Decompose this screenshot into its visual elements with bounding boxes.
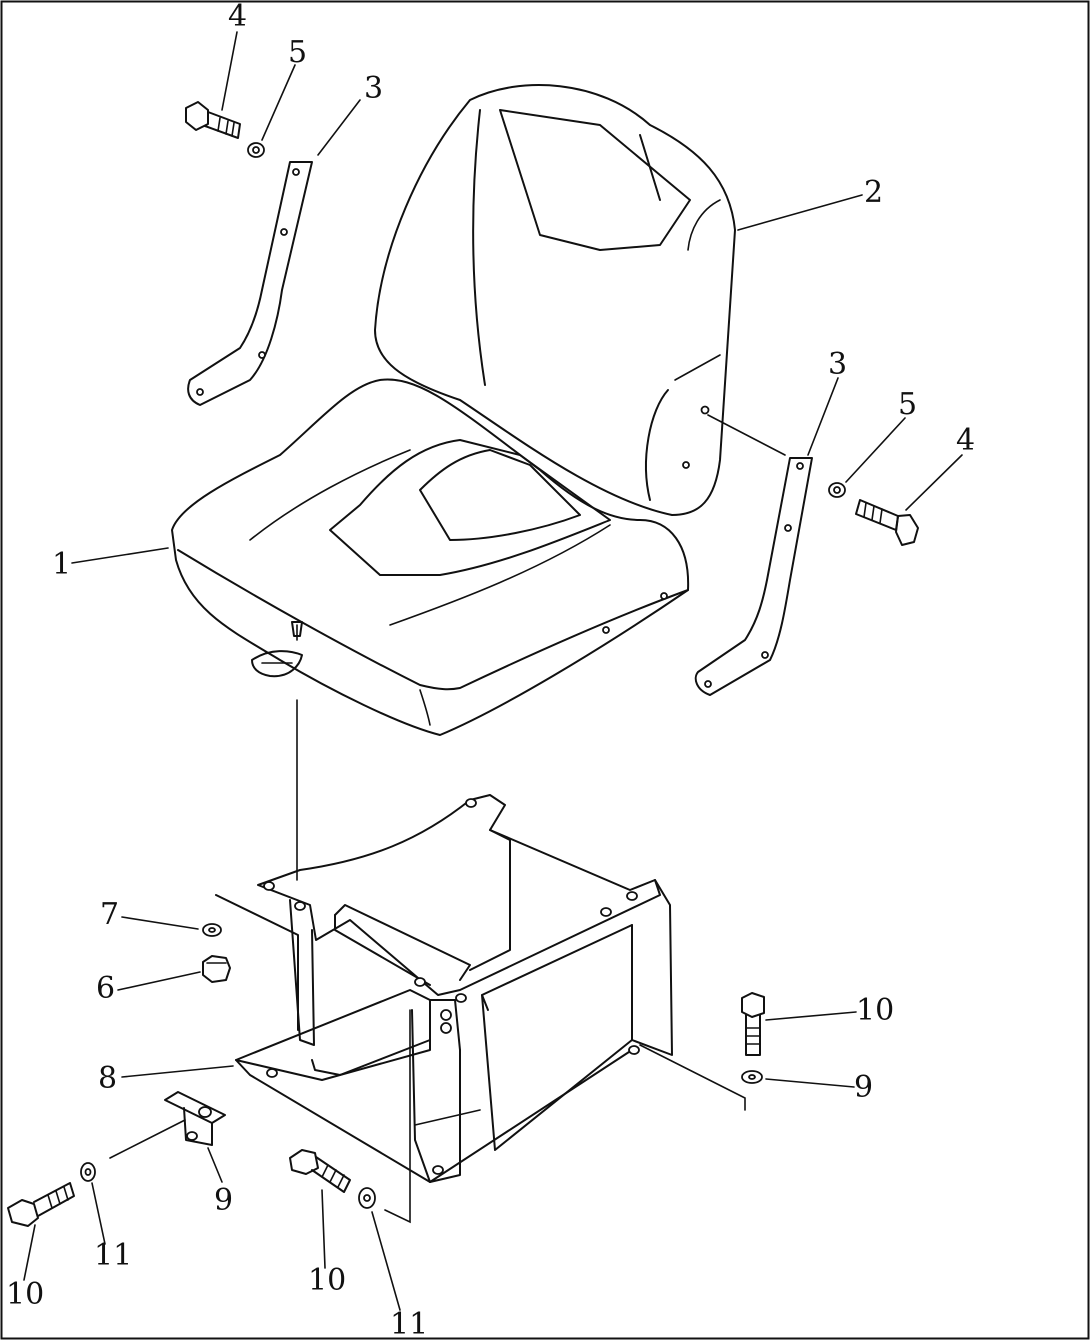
callout-5-top-left: 5 bbox=[288, 35, 307, 70]
lever-bracket-9 bbox=[164, 1091, 226, 1146]
seat-backrest bbox=[374, 84, 736, 516]
leader-right-mount bbox=[639, 1044, 746, 1111]
nut-6 bbox=[202, 955, 231, 983]
callout-10-right: 10 bbox=[856, 993, 894, 1028]
bolt-4-right bbox=[855, 499, 919, 546]
bolt-4-left bbox=[185, 101, 241, 139]
callout-3-top-left: 3 bbox=[364, 71, 383, 106]
callout-8: 8 bbox=[98, 1061, 117, 1096]
callout-3-right: 3 bbox=[828, 347, 847, 382]
seat-cushion bbox=[171, 378, 690, 736]
seat-stand bbox=[215, 621, 673, 1183]
callout-4-right: 4 bbox=[956, 423, 975, 458]
washer-9-right bbox=[741, 1070, 763, 1084]
bolt-10-right bbox=[741, 992, 765, 1056]
callout-9-bracket: 9 bbox=[214, 1183, 233, 1218]
callout-4-top-left: 4 bbox=[228, 0, 247, 34]
washer-7 bbox=[202, 923, 222, 937]
callout-labels: 4 5 3 2 3 5 4 1 7 6 10 8 9 9 10 11 10 11 bbox=[6, 0, 975, 1340]
washer-11-left bbox=[80, 1162, 96, 1182]
callout-11-center: 11 bbox=[390, 1307, 428, 1340]
callout-11-left: 11 bbox=[94, 1238, 132, 1273]
callout-10-left: 10 bbox=[6, 1277, 44, 1312]
leader-center-mount bbox=[384, 1009, 411, 1224]
callout-6: 6 bbox=[96, 971, 115, 1006]
callout-9-right: 9 bbox=[854, 1070, 873, 1105]
callout-2-backrest: 2 bbox=[864, 175, 883, 210]
bolt-10-center bbox=[289, 1149, 351, 1193]
leader-lever-bracket bbox=[109, 1119, 186, 1159]
bolt-10-left bbox=[7, 1182, 75, 1227]
left-bracket bbox=[187, 161, 313, 406]
right-bracket bbox=[694, 414, 813, 696]
callout-7: 7 bbox=[100, 897, 119, 932]
washer-5-right bbox=[828, 482, 846, 498]
washer-5-left bbox=[247, 142, 265, 158]
washer-11-center bbox=[358, 1187, 376, 1209]
callout-10-center: 10 bbox=[308, 1263, 346, 1298]
callout-5-right: 5 bbox=[898, 387, 917, 422]
callout-1-cushion: 1 bbox=[52, 547, 71, 582]
leader-lines bbox=[23, 31, 963, 1311]
